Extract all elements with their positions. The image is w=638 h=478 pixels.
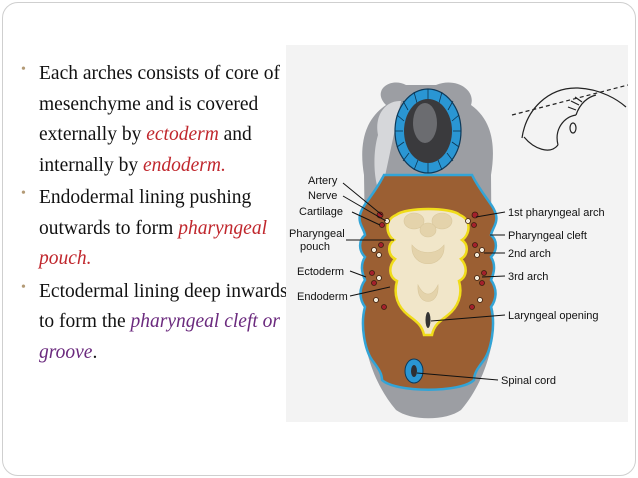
pharyngeal-arches-diagram: Artery Nerve Cartilage Pharyngeal pouch …: [289, 82, 628, 419]
embryo-inset-sketch: [511, 84, 628, 151]
pharynx-floor-swellings: [403, 212, 453, 302]
label-cartilage: Cartilage: [299, 206, 343, 218]
label-nerve: Nerve: [308, 190, 337, 202]
term-endoderm: endoderm.: [142, 154, 226, 176]
bullet-pharyngeal-pouch: • Endodermal lining pushing outwards to …: [21, 183, 291, 275]
bullet-pharyngeal-cleft: • Ectodermal lining deep inwards to form…: [21, 277, 291, 369]
bullet-dot-icon: •: [21, 186, 26, 201]
bullet-list: • Each arches consists of core of mesenc…: [21, 59, 291, 368]
term-pharyngeal-pouch: pharyngeal pouch.: [39, 217, 268, 270]
label-ectoderm: Ectoderm: [297, 266, 344, 278]
bullet-text: .: [92, 341, 98, 363]
bullet-dot-icon: •: [21, 62, 26, 77]
label-endoderm: Endoderm: [297, 291, 348, 303]
embryo-body-highlight: [374, 100, 401, 195]
laryngeal-opening-icon: [425, 312, 431, 328]
label-pharyngeal-pouch-line2: pouch: [300, 241, 330, 253]
label-artery: Artery: [308, 175, 338, 187]
spinal-cord-icon: [404, 358, 424, 384]
label-pharyngeal-pouch-line1: Pharyngeal: [289, 228, 345, 240]
label-first-pharyngeal-arch: 1st pharyngeal arch: [508, 207, 605, 219]
bullet-text: Endodermal lining pushing outwards to fo…: [39, 187, 252, 239]
bullet-text: Each arches consists of core of mesenchy…: [39, 63, 280, 145]
label-second-arch: 2nd arch: [508, 248, 551, 260]
label-spinal-cord: Spinal cord: [501, 375, 556, 387]
term-pharyngeal-cleft: pharyngeal cleft or groove: [39, 311, 280, 363]
bullet-dot-icon: •: [21, 279, 26, 295]
bullet-text: Ectodermal lining deep inwards to form t…: [39, 280, 288, 333]
bullet-text: and internally by: [39, 124, 252, 176]
neural-tube-cells: [395, 89, 461, 173]
neural-tube-lumen-shine: [413, 103, 437, 143]
label-laryngeal-opening: Laryngeal opening: [508, 310, 599, 322]
term-ectoderm: ectoderm: [146, 124, 219, 145]
label-pharyngeal-cleft: Pharyngeal cleft: [508, 230, 587, 242]
bullet-arch-composition: • Each arches consists of core of mesenc…: [21, 59, 291, 181]
pharynx-floor: [386, 207, 470, 337]
leader-lines: [342, 182, 506, 381]
pharyngeal-arches-figure: Artery Nerve Cartilage Pharyngeal pouch …: [286, 45, 628, 422]
label-third-arch: 3rd arch: [508, 271, 548, 283]
arch-contents: [369, 211, 487, 310]
